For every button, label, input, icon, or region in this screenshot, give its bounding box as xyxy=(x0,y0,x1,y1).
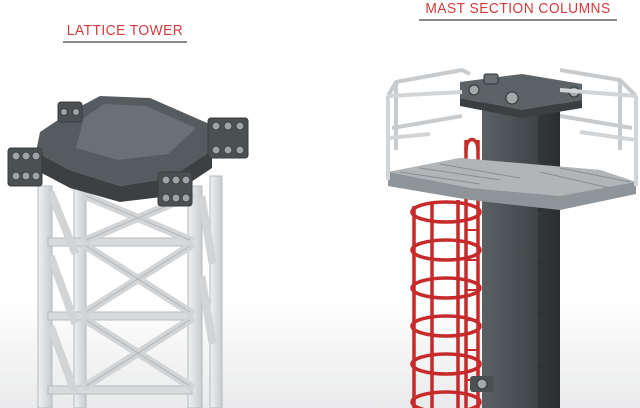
mast-coupling xyxy=(470,376,494,392)
lattice-leg-right xyxy=(187,185,203,408)
mast-section-rule xyxy=(419,19,617,21)
lattice-head-plate xyxy=(76,104,196,160)
mast-bolt-holes xyxy=(537,207,543,369)
mast-column-side xyxy=(538,90,560,408)
mast-column-front xyxy=(482,96,538,408)
lattice-leg-inner-left xyxy=(73,185,87,408)
lattice-tower-callout: LATTICE TOWER xyxy=(60,22,190,45)
mast-section-callout: MAST SECTION COLUMNS xyxy=(416,0,620,23)
lattice-leg-back-right xyxy=(209,175,223,408)
mast-section-illustration xyxy=(386,68,638,408)
lattice-tower-label: LATTICE TOWER xyxy=(66,22,184,39)
lattice-tower-illustration xyxy=(7,96,249,408)
mast-section-label: MAST SECTION COLUMNS xyxy=(425,0,611,17)
guard-rail-front xyxy=(386,88,638,186)
guard-rail-back xyxy=(386,68,638,150)
lattice-leg-left xyxy=(37,185,53,408)
lattice-tower-rule xyxy=(63,41,187,43)
bolt-clusters xyxy=(7,101,249,207)
